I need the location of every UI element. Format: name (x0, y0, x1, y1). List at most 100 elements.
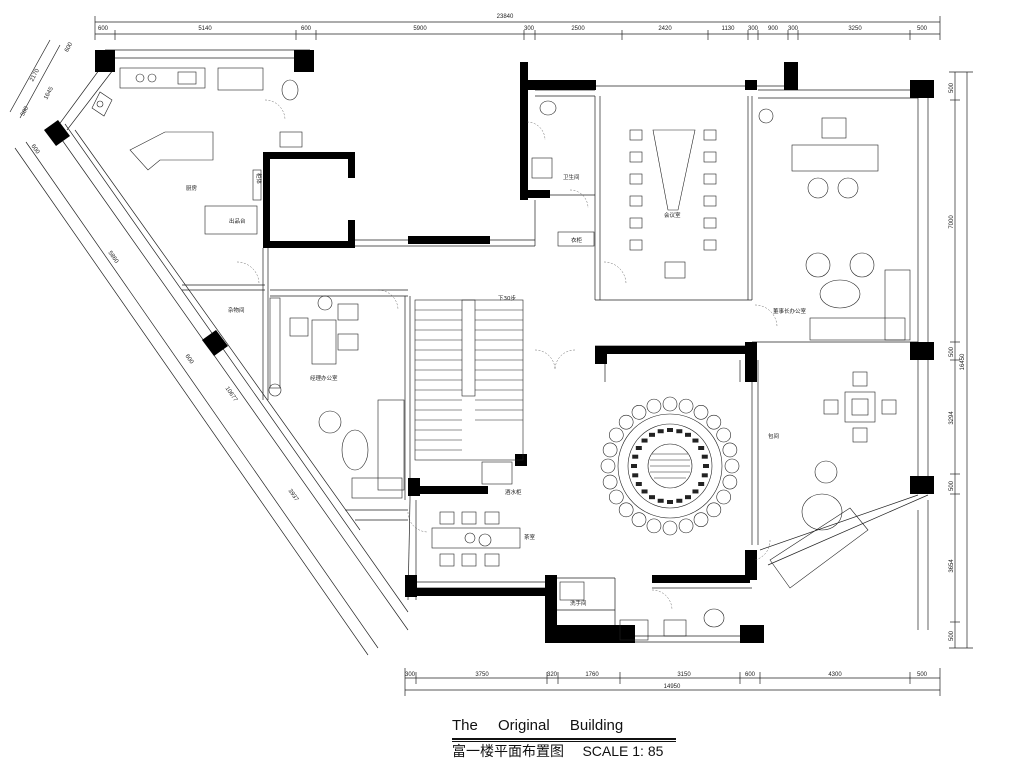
dim-right-3: 3294 (949, 411, 955, 425)
place-setting (698, 446, 705, 450)
round-table-chair (706, 502, 722, 518)
label-kitchen: 厨房 (186, 184, 198, 192)
dim-left-0: 2170 (29, 68, 41, 83)
dim-top-1: 5140 (198, 26, 212, 32)
dim-top-11: 3250 (848, 26, 862, 32)
label-manager-office: 经理办公室 (310, 374, 338, 382)
dim-bottom-6: 4300 (828, 672, 842, 678)
round-table-chair (609, 427, 624, 443)
dim-top-6: 2420 (658, 26, 672, 32)
label-serving-counter: 出品台 (229, 217, 246, 225)
dim-left-7: 3937 (287, 488, 300, 503)
top-dimension-chain (94, 16, 941, 40)
place-setting (667, 428, 673, 432)
round-table-chair (662, 520, 678, 536)
round-table-chair (631, 512, 647, 527)
place-setting (676, 429, 683, 434)
label-cloakroom: 衣柜 (571, 236, 583, 244)
place-setting (649, 432, 655, 437)
bottom-dimension-chain (404, 668, 941, 696)
round-table-chair (693, 405, 709, 420)
place-setting (632, 473, 639, 478)
round-table-chair (602, 474, 618, 490)
place-setting (657, 429, 664, 434)
place-setting (701, 473, 708, 478)
place-setting (631, 464, 637, 468)
round-table-chair (618, 414, 634, 430)
caption-rule-thin (452, 741, 676, 742)
round-table-chair (678, 518, 694, 534)
dim-left-3: 600 (29, 144, 40, 156)
label-handwash: 洗手间 (570, 599, 587, 607)
place-setting (635, 482, 642, 486)
place-setting (676, 498, 683, 503)
dim-bottom-5: 600 (745, 672, 756, 678)
label-meeting-room: 会议室 (664, 211, 681, 219)
label-tea-room: 茶室 (524, 533, 536, 541)
place-setting (657, 498, 664, 503)
place-setting (685, 495, 691, 500)
round-table-chair (631, 405, 647, 420)
dim-right-2: 500 (949, 346, 955, 357)
dim-right-5: 3654 (949, 559, 955, 573)
place-setting (649, 495, 655, 500)
label-private-room: 包间 (768, 432, 779, 440)
dim-top-3: 5900 (413, 26, 427, 32)
round-table-chair (646, 518, 662, 534)
place-setting (692, 489, 699, 494)
dim-bottom-4: 3150 (677, 672, 691, 678)
label-restroom: 卫生间 (563, 173, 580, 181)
dim-left-1: 1645 (43, 86, 55, 101)
round-table-chair (722, 442, 738, 458)
dim-left-6: 10677 (224, 386, 239, 404)
round-table-chair (609, 489, 624, 505)
round-table-chair (724, 458, 740, 474)
drawing-title-cn-text: 富一楼平面布置图 (452, 744, 564, 760)
caption-rule (452, 738, 676, 740)
label-storage: 杂物间 (228, 306, 245, 314)
dim-right-4: 500 (949, 480, 955, 491)
place-setting (703, 464, 709, 468)
thin-walls (54, 49, 929, 643)
place-setting (701, 454, 708, 459)
dim-bottom-total: 14950 (664, 684, 681, 690)
label-stair-note: 下30步 (498, 295, 516, 302)
thick-walls (44, 50, 934, 643)
dim-top-9: 900 (768, 26, 779, 32)
furniture (91, 67, 911, 641)
right-dimension-labels: 16450 500 7000 500 3294 500 3654 500 (949, 82, 966, 641)
dim-bottom-3: 1760 (585, 672, 599, 678)
dim-left-2: 580 (20, 105, 30, 117)
dim-top-10: 300 (788, 26, 799, 32)
dim-top-total: 23840 (497, 14, 514, 20)
dim-top-8: 300 (748, 26, 759, 32)
dim-top-12: 500 (917, 26, 928, 32)
dim-bottom-2: 320 (547, 672, 558, 678)
label-drink-counter: 酒水柜 (505, 488, 522, 496)
place-setting (667, 500, 673, 504)
dim-right-total: 16450 (960, 353, 966, 370)
round-table-chair (716, 489, 731, 505)
dim-bottom-7: 500 (917, 672, 928, 678)
label-cabinet: 柜体 (255, 173, 263, 185)
place-setting (641, 438, 648, 443)
place-setting (698, 482, 705, 486)
dim-right-6: 500 (949, 630, 955, 641)
round-table-chair (693, 512, 709, 527)
place-setting (635, 446, 642, 450)
dim-top-2: 600 (301, 26, 312, 32)
round-table-chair (722, 474, 738, 490)
round-table-chairs (600, 396, 740, 536)
round-table-chair (678, 398, 694, 414)
dim-left-small: 600 (64, 41, 74, 53)
dim-top-0: 600 (98, 26, 109, 32)
dim-left-5: 600 (183, 354, 194, 366)
place-setting (632, 454, 639, 459)
left-diagonal-dimension (9, 39, 379, 656)
dim-right-1: 7000 (949, 215, 955, 229)
round-table-chair (662, 396, 678, 412)
round-table-chair (602, 442, 618, 458)
round-table-chair (618, 502, 634, 518)
dim-bottom-0: 300 (405, 672, 416, 678)
